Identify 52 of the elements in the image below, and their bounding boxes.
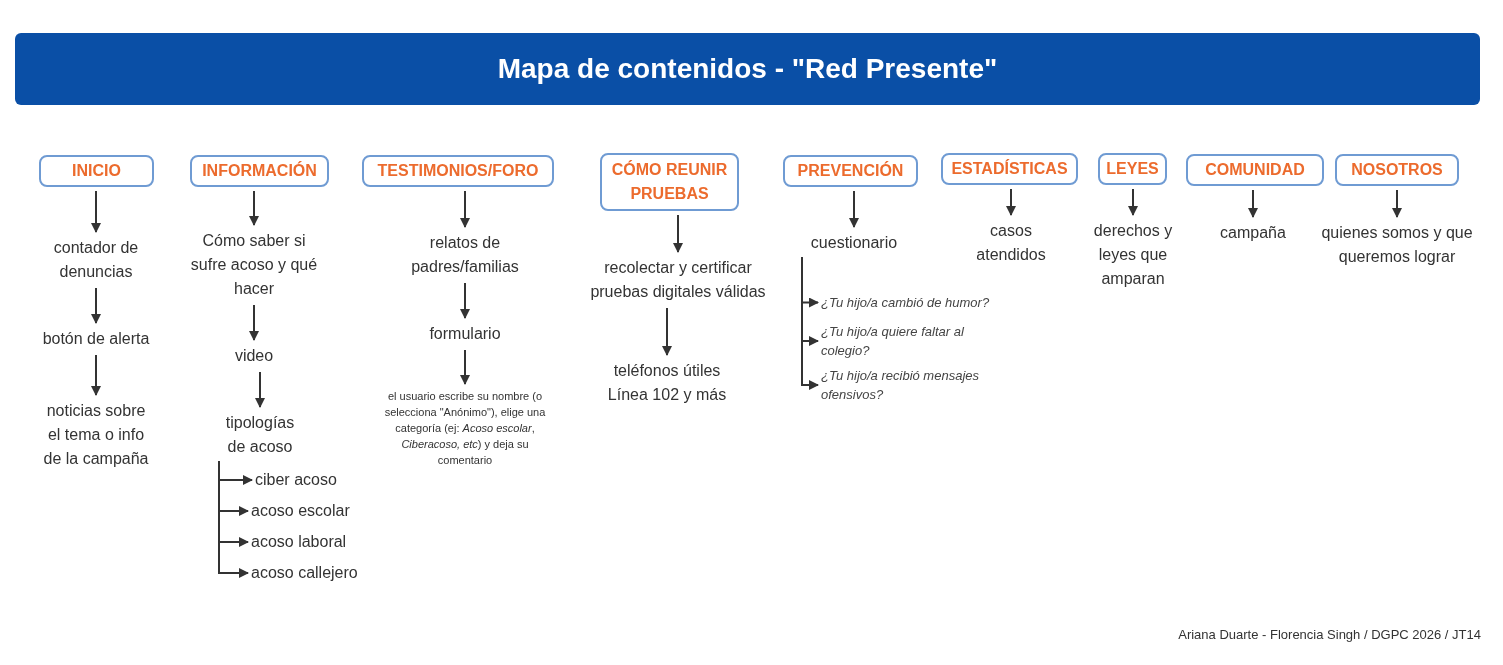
arrow bbox=[673, 214, 683, 253]
subtopic-text: acoso callejero bbox=[251, 562, 376, 584]
section-header: LEYES bbox=[1098, 153, 1167, 185]
topic-text: casos atendidos bbox=[961, 219, 1061, 267]
topic-text: campaña bbox=[1203, 221, 1303, 245]
question-text: ¿Tu hijo/a recibió mensajes ofensivos? bbox=[821, 366, 1001, 404]
subtopic-text: acoso escolar bbox=[251, 500, 371, 522]
section-header: INFORMACIÓN bbox=[190, 155, 329, 187]
section-header: PREVENCIÓN bbox=[783, 155, 918, 187]
section-header: NOSOTROS bbox=[1335, 154, 1459, 186]
topic-text: derechos y leyes que amparan bbox=[1083, 219, 1183, 291]
topic-text: cuestionario bbox=[799, 231, 909, 255]
section-header: TESTIMONIOS/FORO bbox=[362, 155, 554, 187]
section-header: INICIO bbox=[39, 155, 154, 187]
arrow bbox=[1248, 189, 1258, 218]
topic-text: formulario bbox=[405, 322, 525, 346]
topic-text: botón de alerta bbox=[26, 327, 166, 351]
arrow bbox=[91, 190, 101, 233]
section-header: COMUNIDAD bbox=[1186, 154, 1324, 186]
credits-text: Ariana Duarte - Florencia Singh / DGPC 2026 / JT14 bbox=[1178, 626, 1481, 644]
subtopic-text: ciber acoso bbox=[255, 469, 375, 491]
topic-text: contador de denuncias bbox=[26, 236, 166, 284]
topic-text: relatos de padres/familias bbox=[402, 231, 528, 279]
arrow bbox=[91, 354, 101, 396]
topic-text: recolectar y certificar pruebas digitales válidas bbox=[578, 256, 778, 304]
arrow bbox=[91, 287, 101, 324]
arrow bbox=[1392, 189, 1402, 218]
arrow bbox=[662, 307, 672, 356]
title-banner: Mapa de contenidos - "Red Presente" bbox=[15, 33, 1480, 105]
arrow bbox=[1128, 188, 1138, 216]
arrow bbox=[460, 190, 470, 228]
topic-text: noticias sobre el tema o info de la campaña bbox=[42, 399, 150, 471]
topic-text: video bbox=[214, 344, 294, 368]
arrow bbox=[249, 304, 259, 341]
arrow bbox=[849, 190, 859, 228]
arrow bbox=[460, 282, 470, 319]
subtopic-text: acoso laboral bbox=[251, 531, 371, 553]
arrow bbox=[218, 460, 249, 578]
topic-text: tipologías de acoso bbox=[216, 411, 304, 459]
section-header: CÓMO REUNIR PRUEBAS bbox=[600, 153, 739, 211]
arrow bbox=[801, 256, 819, 390]
topic-text: quienes somos y que queremos lograr bbox=[1312, 221, 1482, 269]
arrow bbox=[460, 349, 470, 385]
question-text: ¿Tu hijo/a quiere faltar al colegio? bbox=[821, 322, 1001, 360]
description-text: el usuario escribe su nombre (o selecciona "Anónimo"), elige una categoría (ej: Acoso escolar, Ciberacoso, etc) y deja su comentario bbox=[379, 388, 551, 468]
topic-text: teléfonos útiles Línea 102 y más bbox=[597, 359, 737, 407]
arrow bbox=[255, 371, 265, 408]
section-header: ESTADÍSTICAS bbox=[941, 153, 1078, 185]
arrow bbox=[249, 190, 259, 226]
arrow bbox=[1006, 188, 1016, 216]
question-text: ¿Tu hijo/a cambió de humor? bbox=[821, 293, 1006, 312]
topic-text: Cómo saber si sufre acoso y qué hacer bbox=[185, 229, 323, 301]
